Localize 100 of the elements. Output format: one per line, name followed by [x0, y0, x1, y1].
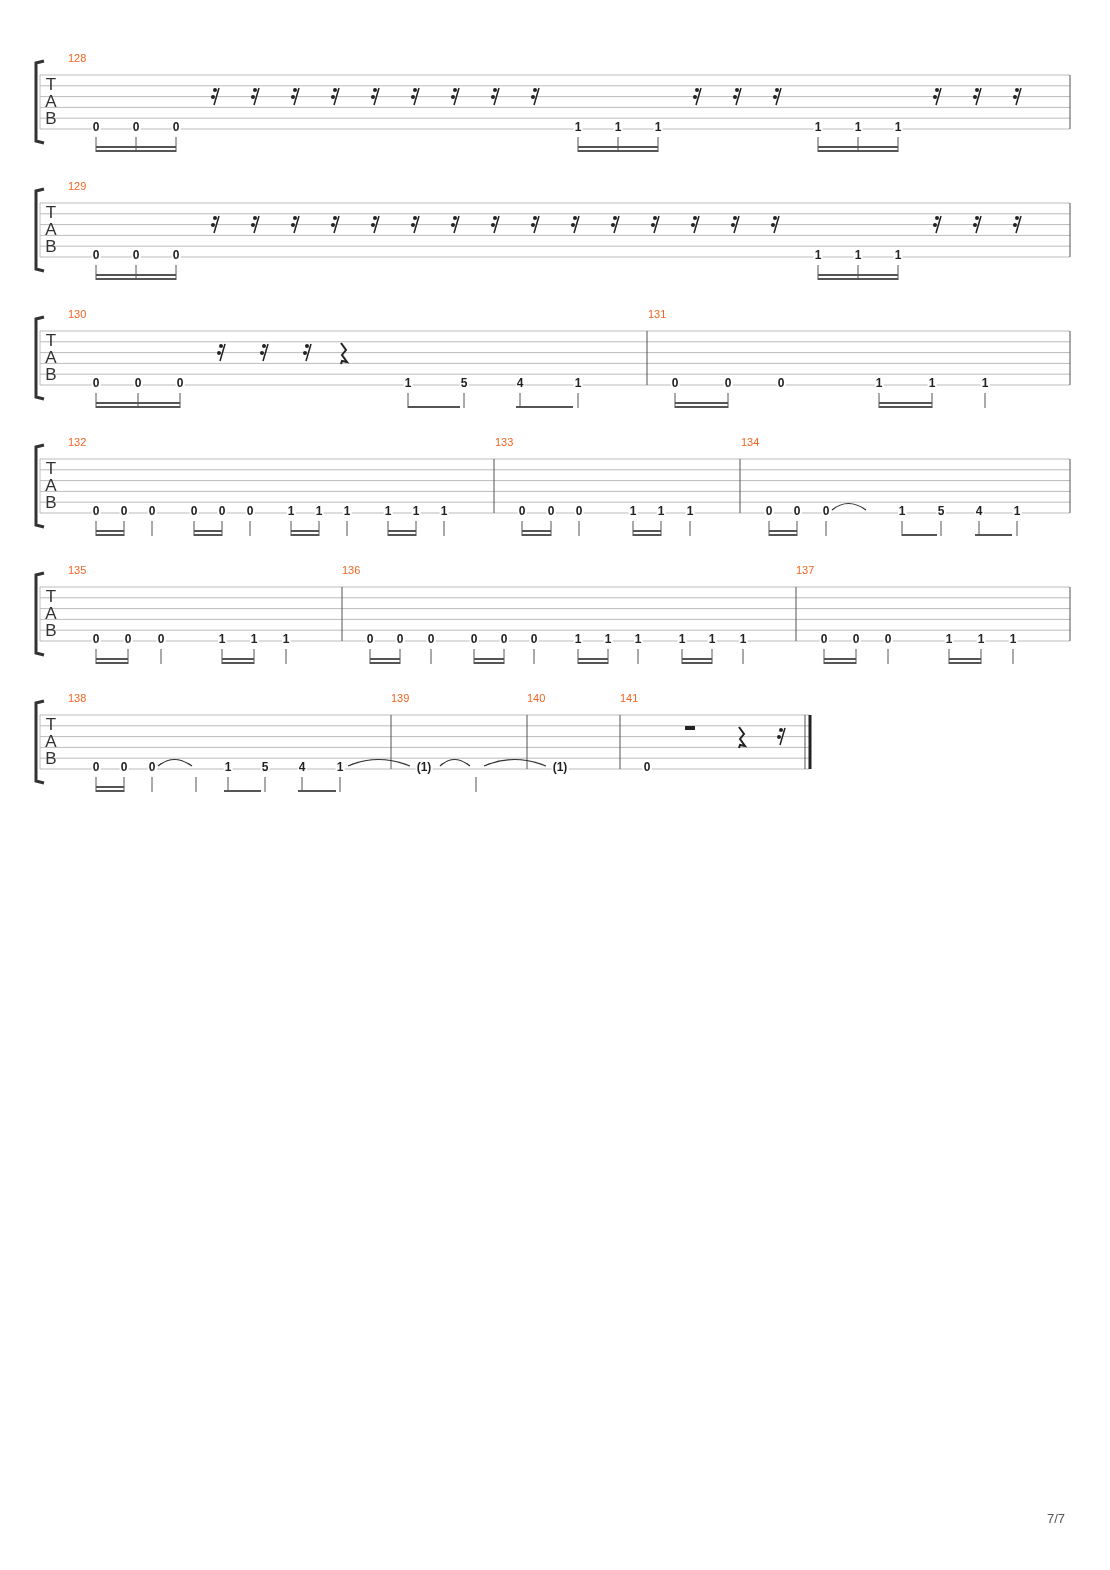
fret-number: 1 [411, 505, 421, 517]
tab-clef-letter: B [45, 621, 57, 639]
fret-number: 0 [499, 633, 509, 645]
fret-number: 1 [656, 505, 666, 517]
fret-number: 1 [893, 121, 903, 133]
measure-number: 129 [68, 181, 87, 192]
fret-number: 5 [260, 761, 270, 773]
fret-number: 0 [217, 505, 227, 517]
fret-number: 1 [893, 249, 903, 261]
fret-number: 0 [529, 633, 539, 645]
fret-number: 0 [156, 633, 166, 645]
fret-number: 1 [1012, 505, 1022, 517]
tab-clef-letter: T [45, 587, 57, 605]
fret-number: 0 [123, 633, 133, 645]
measure-number: 133 [495, 437, 514, 448]
fret-number: 0 [189, 505, 199, 517]
measure-number: 131 [648, 309, 667, 320]
measure-number: 130 [68, 309, 87, 320]
fret-number: 0 [171, 121, 181, 133]
fret-number: 1 [653, 121, 663, 133]
measure-number: 132 [68, 437, 87, 448]
fret-number: 0 [131, 249, 141, 261]
fret-number: 4 [297, 761, 307, 773]
fret-number: 1 [314, 505, 324, 517]
fret-number: 1 [286, 505, 296, 517]
tab-clef-letter: T [45, 715, 57, 733]
fret-number: 1 [573, 377, 583, 389]
fret-number: 1 [603, 633, 613, 645]
measure-number: 138 [68, 693, 87, 704]
fret-number: 1 [813, 249, 823, 261]
tab-clef-letter: B [45, 109, 57, 127]
page-number: 7/7 [1046, 1511, 1066, 1525]
fret-number: 0 [133, 377, 143, 389]
measure-number: 141 [620, 693, 639, 704]
fret-number: 1 [980, 377, 990, 389]
fret-number: 0 [147, 761, 157, 773]
measure-number: 137 [796, 565, 815, 576]
tab-clef-letter: T [45, 75, 57, 93]
fret-number: 0 [723, 377, 733, 389]
fret-number: 0 [119, 761, 129, 773]
fret-number: 0 [119, 505, 129, 517]
fret-number: 0 [426, 633, 436, 645]
tab-clef-letter: A [45, 732, 57, 750]
fret-number: 1 [335, 761, 345, 773]
fret-number: 0 [245, 505, 255, 517]
fret-number: 1 [249, 633, 259, 645]
tab-clef-letter: B [45, 237, 57, 255]
fret-number: 4 [974, 505, 984, 517]
tab-clef-letter: T [45, 459, 57, 477]
fret-number: 0 [642, 761, 652, 773]
fret-number: 1 [403, 377, 413, 389]
fret-number: 0 [147, 505, 157, 517]
fret-number: 1 [633, 633, 643, 645]
fret-number: 0 [883, 633, 893, 645]
fret-number: 0 [171, 249, 181, 261]
fret-number: 1 [628, 505, 638, 517]
fret-number: 1 [217, 633, 227, 645]
tab-clef-letter: B [45, 749, 57, 767]
fret-number: 1 [944, 633, 954, 645]
fret-number: 0 [175, 377, 185, 389]
fret-number: 0 [91, 505, 101, 517]
measure-number: 135 [68, 565, 87, 576]
fret-number: 0 [764, 505, 774, 517]
fret-number: 0 [574, 505, 584, 517]
tab-clef-letter: T [45, 203, 57, 221]
fret-number: 0 [819, 633, 829, 645]
measure-number: 136 [342, 565, 361, 576]
measure-number: 139 [391, 693, 410, 704]
fret-number: 5 [459, 377, 469, 389]
fret-number: 0 [91, 761, 101, 773]
fret-number: 0 [776, 377, 786, 389]
fret-number: 1 [927, 377, 937, 389]
fret-number: 0 [91, 633, 101, 645]
fret-number: 1 [439, 505, 449, 517]
tab-clef-letter: A [45, 220, 57, 238]
fret-number: 1 [813, 121, 823, 133]
fret-number: 1 [707, 633, 717, 645]
tab-clef-letter: A [45, 476, 57, 494]
fret-number: 0 [395, 633, 405, 645]
fret-number: 0 [469, 633, 479, 645]
fret-number: 0 [91, 377, 101, 389]
tab-clef-letter: B [45, 493, 57, 511]
fret-number: (1) [415, 761, 433, 773]
fret-number: 1 [223, 761, 233, 773]
fret-number: 0 [821, 505, 831, 517]
fret-number: 0 [365, 633, 375, 645]
tab-clef-letter: A [45, 604, 57, 622]
fret-number: 1 [613, 121, 623, 133]
measure-number: 134 [741, 437, 760, 448]
fret-number: 1 [897, 505, 907, 517]
fret-number: 0 [792, 505, 802, 517]
fret-number: 0 [91, 249, 101, 261]
fret-number: 1 [874, 377, 884, 389]
fret-number: 1 [573, 121, 583, 133]
fret-number: 1 [976, 633, 986, 645]
measure-number: 140 [527, 693, 546, 704]
measure-number: 128 [68, 53, 87, 64]
fret-number: 1 [573, 633, 583, 645]
fret-number: 0 [546, 505, 556, 517]
fret-number: 5 [936, 505, 946, 517]
